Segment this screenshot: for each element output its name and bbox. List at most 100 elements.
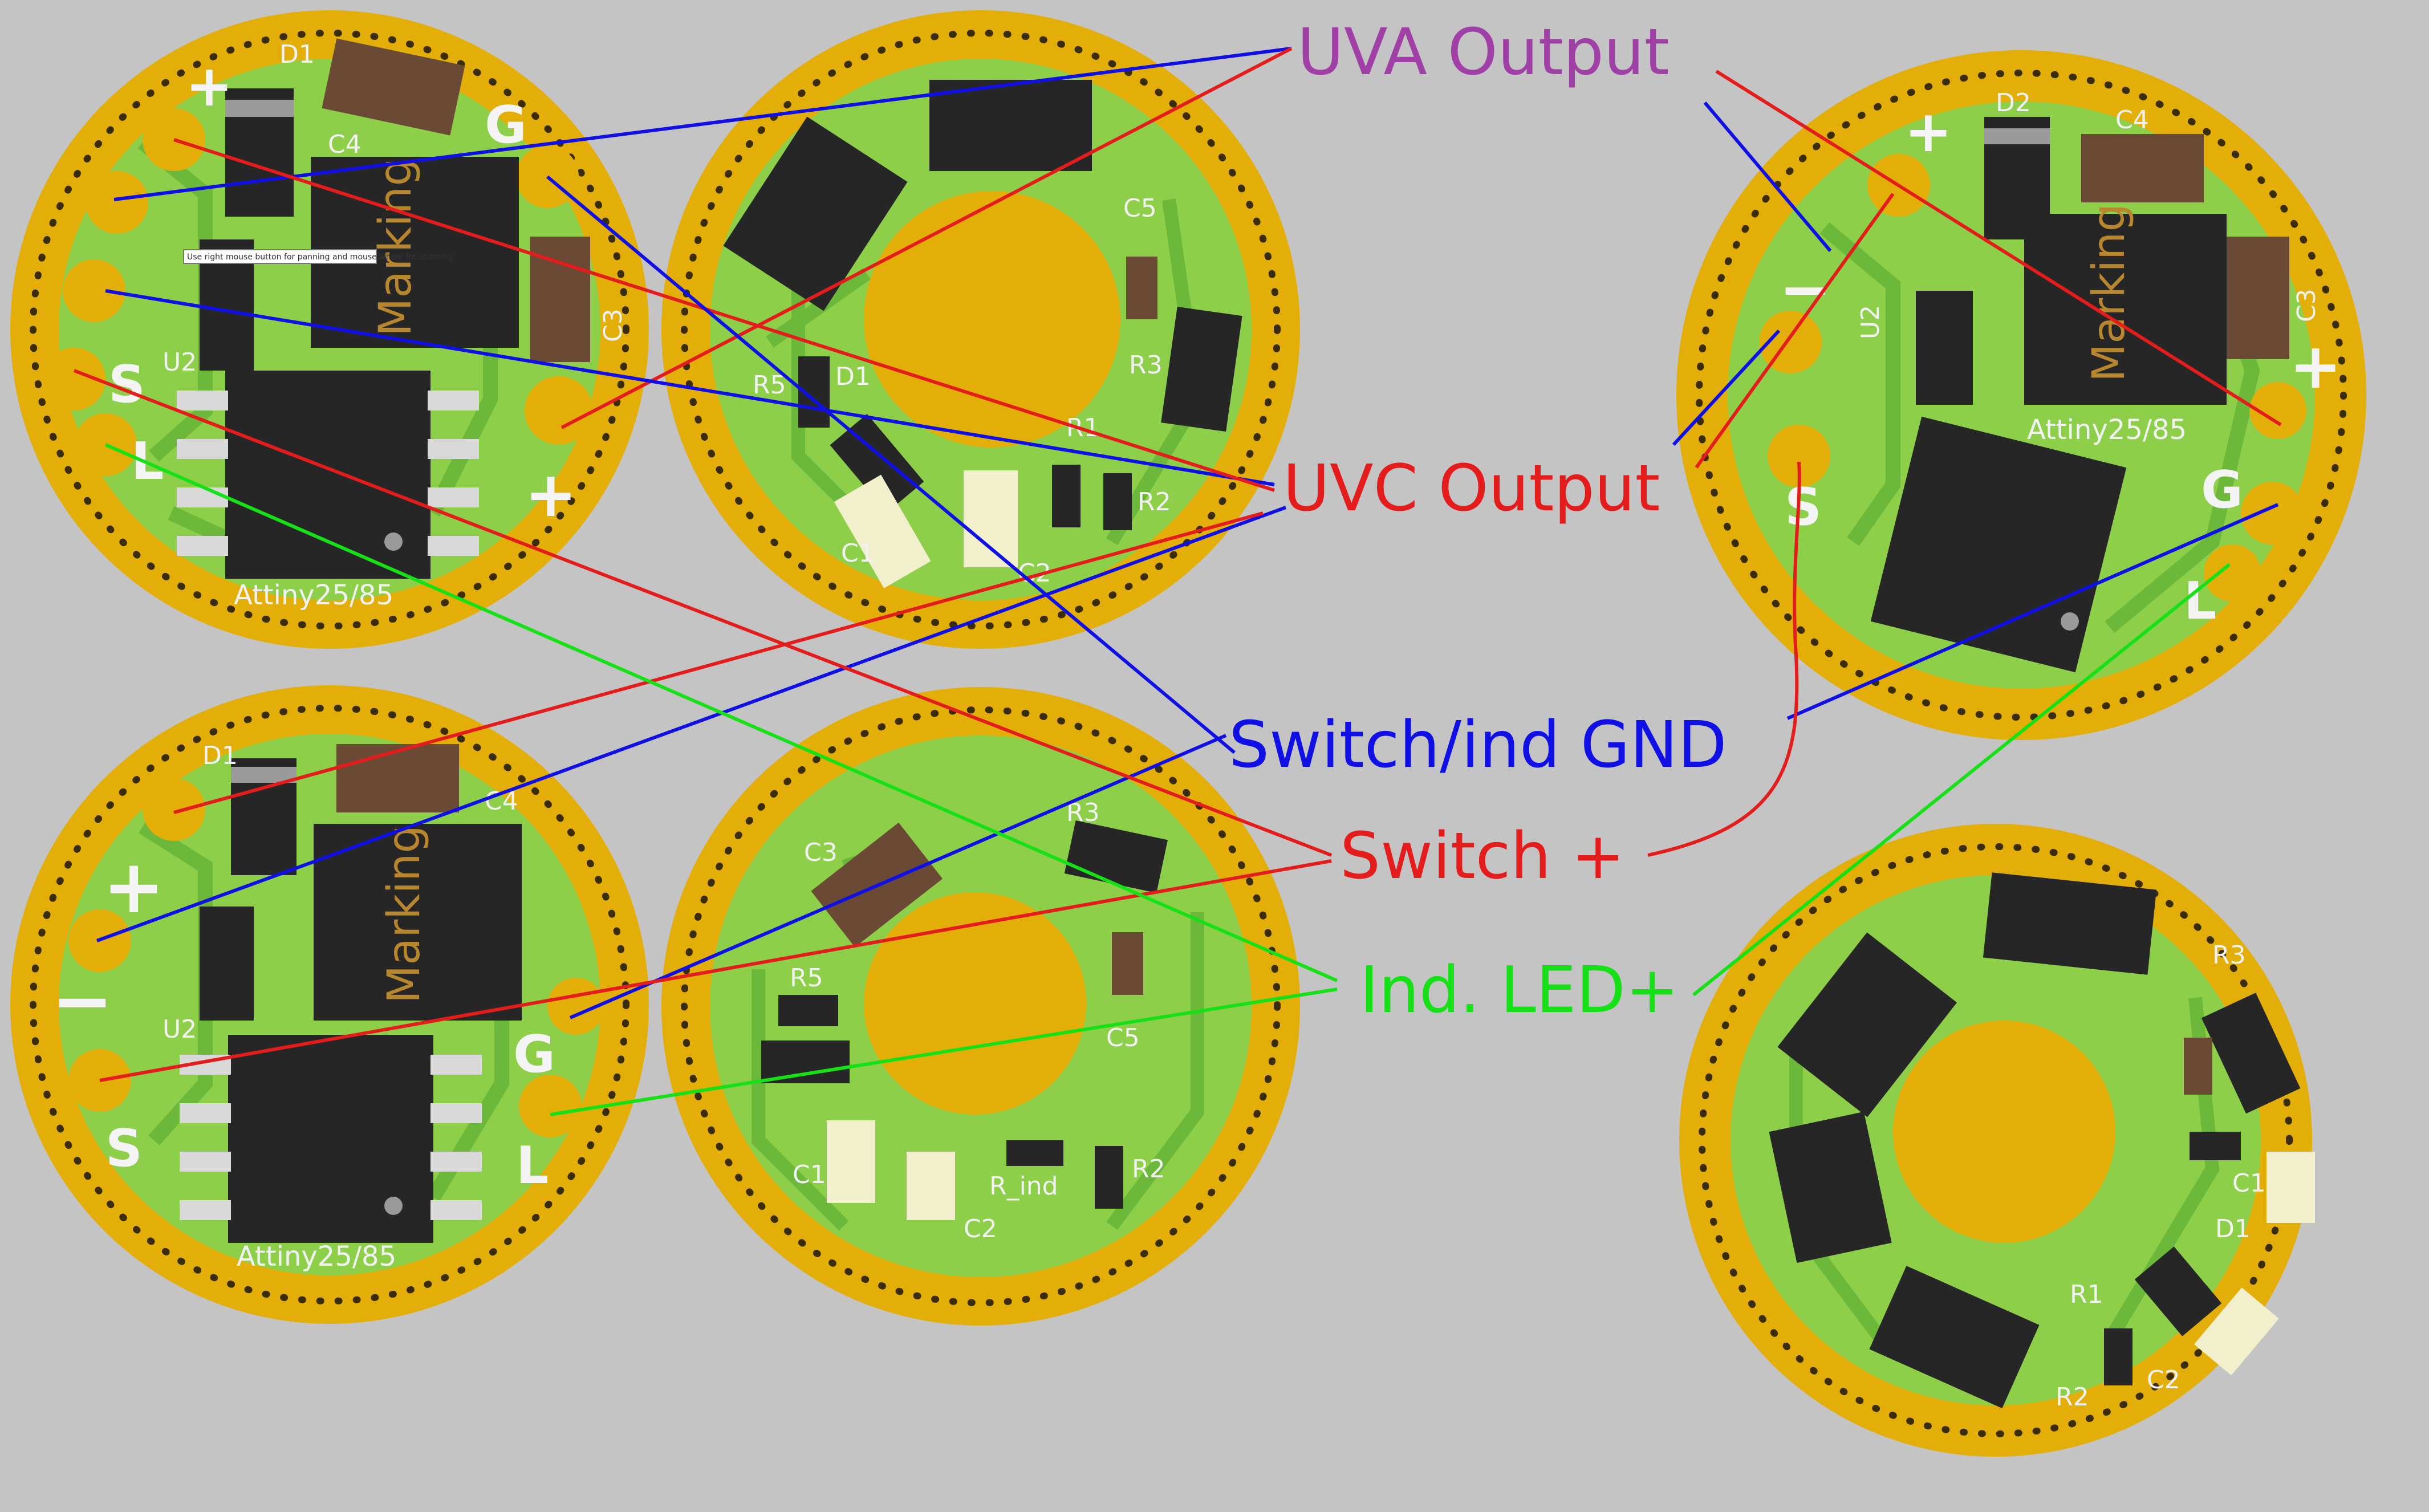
capacitor [2184,1038,2212,1095]
capacitor-c5 [1112,932,1143,995]
pad-g-symbol: G [513,1025,555,1084]
pad-g-symbol: G [485,95,527,155]
ref-c4: C4 [2115,105,2149,135]
board-bottom-left: D1 C4 U2 Marking Attiny25/85 + − G S L [10,685,649,1324]
via-ring [681,30,1281,629]
capacitor-c2 [964,470,1018,567]
via-ring [681,706,1281,1306]
uva-line [113,47,1292,201]
gnd-line-right [1786,503,2279,720]
switch-line [99,859,1332,1082]
gnd-line [546,175,1236,754]
ref-c1: C1 [793,1160,826,1189]
diode-d1 [830,414,924,513]
ref-c3: C3 [804,838,838,867]
ic-marking-text: Marking [2083,204,2135,382]
capacitor-c1 [827,1120,875,1203]
ref-u2: U2 [163,348,197,377]
ref-d1: D1 [202,741,238,770]
led-line [550,987,1338,1116]
via-ring [30,705,629,1304]
ref-r1: R1 [2070,1280,2103,1309]
mosfet [929,80,1092,171]
resistor-r2 [1095,1146,1123,1209]
ref-r-ind: R_ind [989,1172,1058,1201]
ref-c3: C3 [599,308,628,342]
uva-line-right [1703,101,1832,252]
resistor-r2 [2104,1328,2133,1385]
ref-r3: R3 [2212,941,2246,970]
diode-band [225,100,294,117]
via-ring [1696,70,2347,721]
battery-contact-pad [864,191,1120,448]
viewer-tooltip-text: Use right mouse button for panning and m… [187,253,453,262]
ref-r2: R2 [1138,487,1171,517]
uva-line [560,47,1293,429]
ref-u2: U2 [1856,305,1885,339]
ref-d2: D2 [1996,88,2031,117]
annotation-lines [73,47,2282,1116]
pin1-dot [384,533,403,551]
pad-minus-symbol: − [51,957,113,1044]
pad-plus-symbol: + [185,52,233,119]
board-bottom-right: R3 C1 D1 R1 C2 R2 [1679,824,2315,1457]
pad-s-symbol: S [105,1119,143,1178]
ref-r5: R5 [790,964,823,993]
ref-r3: R3 [1129,351,1163,380]
gnd-line [569,734,1227,1019]
ref-r5: R5 [753,371,786,400]
pad-plus-symbol: + [103,843,165,930]
regulator-u2 [200,907,254,1021]
inductor-marking [2024,214,2227,405]
board-top-right: D2 C4 C3 U2 Marking Attiny25/85 + − + S … [1676,50,2366,740]
inductor-marking [314,824,522,1021]
resistor-r1 [1052,465,1081,527]
uvc-line [173,138,1275,492]
ref-d1: D1 [279,40,315,69]
pad-g-symbol: G [2201,460,2243,520]
resistor-r5 [778,995,838,1026]
led-line-right [1692,563,2231,997]
ref-r2: R2 [2056,1383,2089,1412]
callout-uva-output: UVA Output [1297,15,1670,90]
ref-c2: C2 [964,1214,997,1243]
pad-l-symbol: L [516,1136,549,1196]
ref-c4: C4 [485,787,518,816]
callout-ind-led-plus: Ind. LED+ [1360,953,1679,1027]
board-top-mid: C5 R3 R5 D1 R1 R2 C1 C2 [661,10,1300,649]
via-ring [1699,843,2293,1437]
pad-plus-symbol-2: + [525,458,577,531]
capacitor-c4 [322,38,465,136]
ic-marking-text: Marking [379,825,430,1003]
uvc-line [96,506,1287,942]
ref-c1: C1 [2232,1169,2266,1198]
mosfet [1777,932,1957,1117]
resistor-r3 [1161,307,1242,432]
switch-line-right [1647,461,1801,857]
via-ring [30,30,629,629]
ref-d1: D1 [2215,1214,2251,1243]
resistor [2190,1132,2241,1160]
callout-switch-ind-gnd: Switch/ind GND [1229,708,1727,782]
battery-contact-pad [864,892,1086,1115]
mcu-leads [180,1055,482,1220]
mosfet [1869,1266,2040,1409]
resistor-r3 [2201,993,2301,1114]
capacitor-c3 [2227,237,2289,359]
mcu-chip [228,1035,433,1243]
ref-u2: U2 [163,1015,197,1044]
ref-c4: C4 [328,130,361,159]
capacitor-c2 [907,1152,955,1220]
resistor-r2 [1103,473,1132,530]
mcu-label: Attiny25/85 [2027,414,2187,446]
uvc-line-right [1695,193,1895,469]
mosfet [1769,1111,1892,1263]
diode-d1 [2134,1246,2222,1336]
capacitor-c5 [1126,257,1157,319]
led-line [104,443,1338,982]
regulator-u2 [1916,291,1973,405]
pad-plus-symbol-2: + [2289,330,2342,403]
resistor-r-ind [1006,1140,1063,1166]
ref-d1: D1 [835,362,871,391]
